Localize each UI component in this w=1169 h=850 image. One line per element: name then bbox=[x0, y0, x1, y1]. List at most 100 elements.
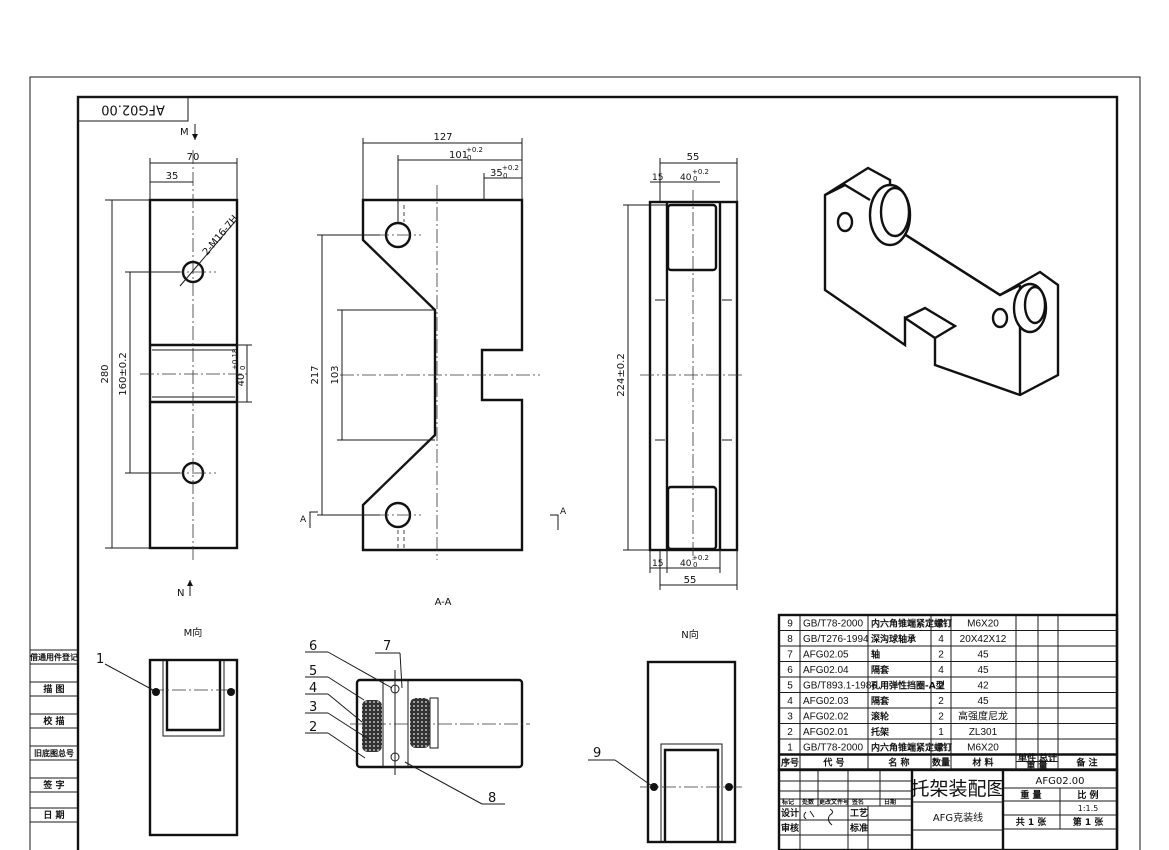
parts-cell-no: 4 bbox=[787, 696, 793, 707]
parts-cell-material: 42 bbox=[977, 681, 989, 692]
rev-header: 更改文件号 bbox=[819, 798, 849, 806]
title-block: 标记 处数 更改文件号 签名 日期 设计 审核 工艺 标准 托架装配图 AFG克… bbox=[777, 768, 1119, 850]
parts-header-unit: 单件 bbox=[1018, 752, 1036, 764]
parts-cell-name: 深沟球轴承 bbox=[871, 633, 916, 645]
stamp-label: 日 期 bbox=[43, 809, 64, 821]
balloon-7: 7 bbox=[383, 639, 391, 654]
parts-cell-name: 隔套 bbox=[871, 695, 890, 707]
parts-cell-code: AFG02.03 bbox=[803, 696, 849, 707]
parts-cell-material: 高强度尼龙 bbox=[958, 710, 1008, 723]
cut-mark-left: A bbox=[300, 515, 307, 525]
cut-mark-right: A bbox=[560, 507, 567, 517]
parts-cell-name: 隔套 bbox=[871, 664, 890, 676]
dim-offset-bottom: 15 bbox=[652, 559, 663, 569]
stamp-label: 描 图 bbox=[43, 683, 64, 695]
balloon-4: 4 bbox=[309, 681, 317, 696]
view-m: M向 1 bbox=[96, 626, 239, 837]
parts-cell-no: 9 bbox=[787, 619, 793, 630]
drawing-number: AFG02.00 bbox=[1036, 776, 1085, 787]
dim-gap-tol-lower-bottom: 0 bbox=[693, 561, 697, 569]
parts-cell-code: AFG02.01 bbox=[803, 727, 849, 738]
parts-cell-code: GB/T893.1-1986 bbox=[803, 681, 877, 692]
sheet-number: 第 1 张 bbox=[1073, 816, 1105, 828]
view-arrow-m: M bbox=[180, 127, 189, 138]
parts-cell-name: 轴 bbox=[871, 649, 880, 661]
parts-cell-no: 3 bbox=[787, 712, 793, 723]
dim-height: 280 bbox=[100, 364, 111, 383]
parts-cell-qty: 2 bbox=[938, 650, 944, 661]
parts-header-name: 名 称 bbox=[888, 757, 909, 769]
parts-cell-code: GB/T78-2000 bbox=[803, 619, 863, 630]
parts-cell-no: 1 bbox=[787, 743, 793, 754]
parts-cell-no: 8 bbox=[787, 634, 793, 645]
dim-width-top: 55 bbox=[687, 152, 700, 163]
parts-cell-qty: 2 bbox=[938, 712, 944, 723]
dim-half: 35 bbox=[166, 171, 179, 182]
rev-header: 标记 bbox=[781, 798, 794, 806]
drawing-number-rotated: AFG02.00 bbox=[101, 102, 165, 117]
dim-gap-tol-lower: 0 bbox=[693, 175, 697, 183]
weight-label: 重 量 bbox=[1020, 789, 1041, 801]
parts-cell-no: 5 bbox=[787, 681, 793, 692]
parts-cell-qty: 2 bbox=[938, 696, 944, 707]
balloon-9: 9 bbox=[593, 746, 601, 761]
parts-cell-code: AFG02.04 bbox=[803, 665, 849, 676]
dim-mid-tol-lower: 0 bbox=[467, 154, 471, 162]
dim-gap-tol-upper: +0.2 bbox=[692, 168, 709, 176]
dim-gap-tol-upper-bottom: +0.2 bbox=[692, 554, 709, 562]
section-label: A-A bbox=[435, 597, 452, 608]
side-view: 55 15 40 +0.2 0 224±0.2 15 40 +0.2 0 55 bbox=[616, 152, 745, 590]
thread-note: 2-M16-7H bbox=[201, 213, 241, 257]
parts-cell-qty: 1 bbox=[938, 727, 944, 738]
stamp-label: 签 字 bbox=[42, 779, 64, 791]
drawing-title: 托架装配图 bbox=[910, 778, 1005, 800]
parts-cell-code: GB/T276-1994 bbox=[803, 634, 869, 645]
parts-cell-qty: 2 bbox=[938, 743, 944, 754]
dim-hole-pitch: 160±0.2 bbox=[118, 352, 129, 395]
parts-cell-material: 20X42X12 bbox=[960, 634, 1007, 645]
outer-border bbox=[29, 76, 1141, 850]
view-n-label: N向 bbox=[681, 628, 698, 641]
designer-signature bbox=[803, 808, 833, 826]
design-label: 设计 bbox=[781, 807, 799, 819]
parts-cell-qty: 4 bbox=[938, 665, 944, 676]
parts-cell-name: 滚轮 bbox=[871, 711, 889, 723]
parts-cell-qty: 2 bbox=[938, 681, 944, 692]
dim-slot: 40 bbox=[236, 374, 247, 387]
standard-label: 标准 bbox=[849, 822, 868, 834]
balloon-5: 5 bbox=[309, 664, 317, 679]
view-n: N向 9 bbox=[588, 628, 745, 844]
parts-header-material: 材 料 bbox=[971, 757, 993, 769]
parts-cell-no: 6 bbox=[787, 665, 793, 676]
parts-cell-no: 2 bbox=[787, 727, 793, 738]
parts-cell-material: M6X20 bbox=[967, 743, 999, 754]
dim-slot-tol-upper: +0.18 bbox=[231, 349, 239, 370]
parts-cell-material: 45 bbox=[977, 665, 989, 676]
parts-header-remark: 备 注 bbox=[1075, 757, 1097, 769]
side-stamp-column: 借通用件登记 描 图 校 描 旧底图总号 签 字 日 期 bbox=[29, 649, 79, 823]
balloon-1: 1 bbox=[96, 652, 104, 667]
parts-cell-name: 托架 bbox=[871, 726, 889, 738]
dim-width-bottom: 55 bbox=[684, 575, 697, 586]
scale-label: 比 例 bbox=[1077, 789, 1098, 801]
rev-header: 处数 bbox=[801, 798, 815, 806]
dim-height: 224±0.2 bbox=[616, 353, 627, 396]
dim-mid: 101 bbox=[449, 150, 468, 161]
dim-slot-tol-upper: +0.2 bbox=[502, 164, 519, 172]
isometric-view bbox=[823, 166, 1060, 397]
dim-notch: 103 bbox=[330, 365, 341, 384]
parts-header-weight: 重 量 bbox=[1026, 760, 1047, 772]
process-label: 工艺 bbox=[850, 807, 868, 819]
parts-cell-code: GB/T78-2000 bbox=[803, 743, 863, 754]
dim-mid-tol-upper: +0.2 bbox=[466, 146, 483, 154]
inner-frame bbox=[76, 95, 1119, 850]
dim-slot-width: 35 bbox=[490, 168, 503, 179]
parts-cell-name: 孔用弹性挡圈-A型 bbox=[871, 680, 945, 692]
stamp-label: 校 描 bbox=[43, 715, 64, 727]
sheets-total: 共 1 张 bbox=[1016, 816, 1048, 828]
parts-cell-material: ZL301 bbox=[969, 727, 998, 738]
balloon-8: 8 bbox=[488, 791, 496, 806]
parts-cell-material: 45 bbox=[977, 696, 989, 707]
